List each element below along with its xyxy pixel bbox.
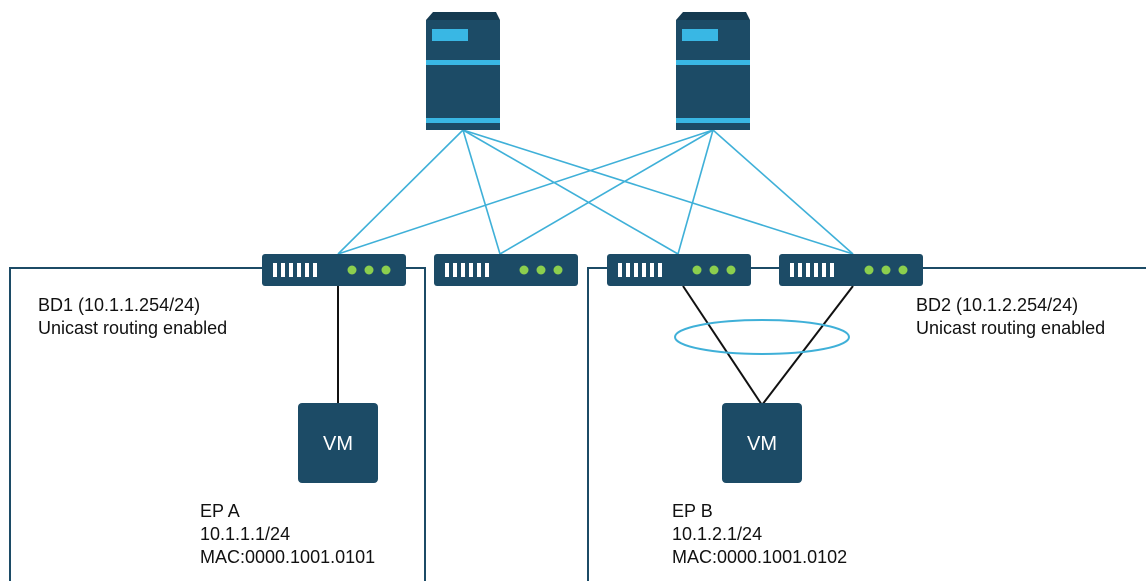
vm-a-label: VM	[323, 433, 353, 455]
leaf-switch-icon	[607, 254, 751, 286]
link-s1-l2	[462, 129, 501, 255]
leaf-switch-icon	[262, 254, 406, 286]
vm-b-label: VM	[747, 433, 777, 455]
bd1-subtitle: Unicast routing enabled	[38, 318, 228, 338]
link-s1-l1	[337, 129, 464, 255]
spine-leaf-links	[337, 129, 854, 255]
link-s2-l2	[499, 129, 714, 255]
bd2-subtitle: Unicast routing enabled	[916, 318, 1106, 338]
wire-leaf4-vm-b	[761, 285, 854, 406]
link-s2-l4	[712, 129, 854, 255]
spine-switch-icon	[676, 12, 750, 130]
leaf-switch-icon	[779, 254, 923, 286]
link-s1-l4	[462, 129, 854, 255]
link-s2-l3	[677, 129, 714, 255]
ep-b-ip: 10.1.2.1/24	[672, 524, 763, 544]
vpc-ellipse	[674, 319, 850, 355]
bd1-border	[9, 267, 426, 581]
spine-switch-icon	[426, 12, 500, 130]
ep-a-name: EP A	[200, 501, 240, 521]
bd2-title: BD2 (10.1.2.254/24)	[916, 295, 1079, 315]
leaf-switch-icon	[434, 254, 578, 286]
ep-a-ip: 10.1.1.1/24	[200, 524, 291, 544]
ep-a-mac: MAC:0000.1001.0101	[200, 547, 376, 567]
ep-b-mac: MAC:0000.1001.0102	[672, 547, 848, 567]
wire-leaf3-vm-b	[682, 285, 763, 406]
bd2-border	[587, 267, 1146, 581]
bd1-title: BD1 (10.1.1.254/24)	[38, 295, 201, 315]
vm-icon: VM	[298, 403, 378, 483]
vm-icon: VM	[722, 403, 802, 483]
link-s2-l1	[337, 129, 714, 255]
link-s1-l3	[462, 129, 679, 255]
ep-b-name: EP B	[672, 501, 713, 521]
